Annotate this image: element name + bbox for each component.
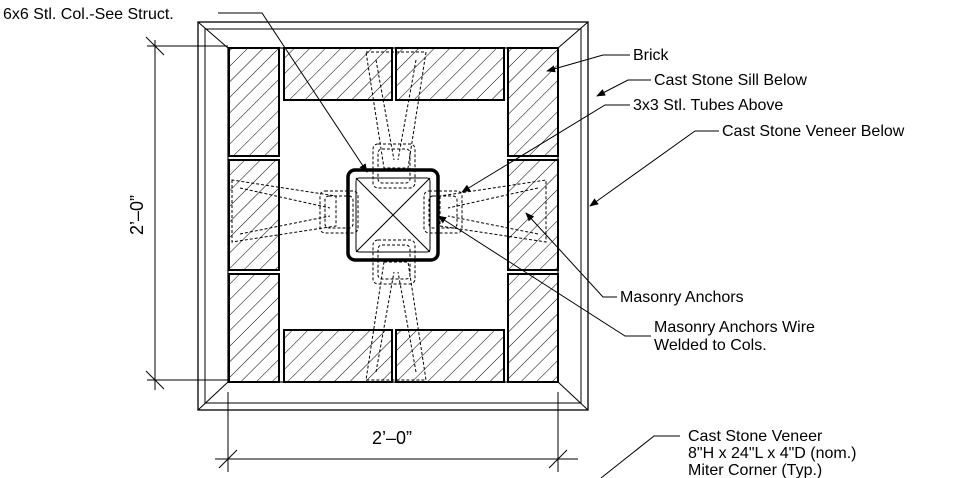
leader-anchors xyxy=(525,212,617,298)
dimension-vertical xyxy=(145,36,228,390)
leader-veneer-below xyxy=(589,130,719,207)
cast-stone-veneer xyxy=(197,21,589,411)
brick-units xyxy=(228,47,559,383)
brick-right-middle xyxy=(507,159,559,271)
label-anchors-wire-line1: Masonry Anchors Wire xyxy=(654,319,815,336)
brick-right-bottom xyxy=(507,273,559,383)
steel-column xyxy=(346,168,440,262)
label-sill: Cast Stone Sill Below xyxy=(654,72,807,89)
brick-left-top xyxy=(228,47,280,157)
leader-sill xyxy=(596,79,651,97)
brick-top-right xyxy=(395,47,505,101)
leader-brick xyxy=(546,54,630,73)
dimension-horizontal xyxy=(215,392,578,472)
label-veneer-note-line3: Miter Corner (Typ.) xyxy=(688,462,822,478)
leader-lines xyxy=(218,12,719,478)
brick-left-middle xyxy=(228,159,280,271)
label-veneer-note-line1: Cast Stone Veneer xyxy=(688,428,823,445)
label-veneer-below: Cast Stone Veneer Below xyxy=(722,123,905,140)
leader-anchors-wire xyxy=(437,215,651,337)
dimension-horizontal-text: 2’–0” xyxy=(372,428,412,448)
brick-bottom-left xyxy=(283,329,393,383)
label-tubes: 3x3 Stl. Tubes Above xyxy=(633,97,783,114)
label-anchors-wire-line2: Welded to Cols. xyxy=(654,337,767,354)
label-veneer-note-line2: 8"H x 24"L x 4"D (nom.) xyxy=(688,445,857,462)
steel-tubes-above xyxy=(231,51,547,381)
leader-veneer-note xyxy=(600,435,680,478)
label-column: 6x6 Stl. Col.-See Struct. xyxy=(3,6,174,23)
label-anchors: Masonry Anchors xyxy=(620,289,744,306)
leader-tubes xyxy=(461,104,630,193)
brick-bottom-right xyxy=(395,329,505,383)
labels: 6x6 Stl. Col.-See Struct. Brick Cast Sto… xyxy=(3,6,905,478)
leader-column xyxy=(218,12,368,173)
brick-top-left xyxy=(283,47,393,101)
dimension-vertical-text: 2’–0” xyxy=(127,195,147,235)
label-brick: Brick xyxy=(633,47,670,64)
brick-right-top xyxy=(507,47,559,157)
brick-left-bottom xyxy=(228,273,280,383)
